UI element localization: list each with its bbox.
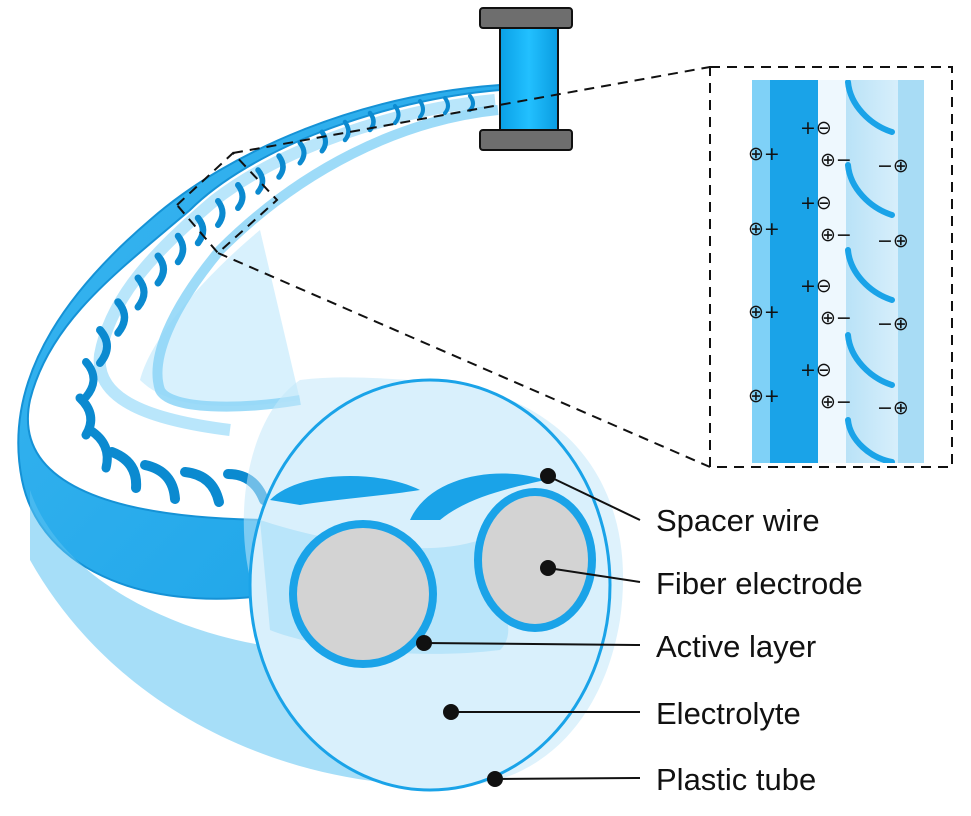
cable-body	[17, 83, 501, 600]
spacer-wire-dot	[540, 468, 556, 484]
cable-inner-strand	[152, 105, 499, 412]
fiber-electrode-dot	[540, 560, 556, 576]
callouts	[416, 468, 641, 787]
ion-mid-4: ⊕−	[820, 391, 852, 413]
ion-mid-2: ⊕−	[820, 224, 852, 246]
ion-right-2: −⊕	[877, 230, 909, 252]
inset-left-outer	[752, 80, 770, 463]
active-layer-dot	[416, 635, 432, 651]
inset-spacer-wires	[845, 80, 895, 463]
connector-bottom-cap	[479, 129, 573, 151]
connector	[479, 7, 573, 151]
inset-view: ⊕+ +⊖ ⊕− −⊕ ⊕+ +⊖ ⊕− −⊕ ⊕+ +⊖ ⊕− −⊕ ⊕+ +⊖ ⊕− −⊕	[748, 80, 924, 463]
ion-top-3: +⊖	[800, 275, 832, 297]
cable-back-shell	[140, 230, 300, 406]
inset-electrode-band	[770, 80, 818, 463]
ion-left-3: ⊕+	[748, 301, 780, 323]
ion-right-3: −⊕	[877, 313, 909, 335]
inset-frame	[709, 66, 953, 468]
connector-cylinder	[499, 19, 559, 146]
plastic-tube-dot	[487, 771, 503, 787]
ion-right-1: −⊕	[877, 155, 909, 177]
ion-left-4: ⊕+	[748, 385, 780, 407]
inset-right-edge	[898, 80, 924, 463]
label-active-layer: Active layer	[656, 629, 816, 664]
ion-top-1: +⊖	[800, 117, 832, 139]
connector-top-cap	[479, 7, 573, 29]
ion-top-2: +⊖	[800, 192, 832, 214]
inset-electrolyte-gap	[818, 80, 846, 463]
ion-left-2: ⊕+	[748, 218, 780, 240]
ion-mid-3: ⊕−	[820, 307, 852, 329]
label-electrolyte: Electrolyte	[656, 696, 801, 731]
callout-labels: Spacer wire Fiber electrode Active layer…	[656, 503, 863, 797]
cable-inner-highlight	[93, 94, 496, 436]
cross-section	[30, 377, 624, 792]
zoom-line-bottom	[217, 252, 711, 468]
ion-right-4: −⊕	[877, 397, 909, 419]
label-spacer-wire: Spacer wire	[656, 503, 820, 538]
zoom-indicator	[175, 66, 953, 468]
ion-mid-1: ⊕−	[820, 149, 852, 171]
zoom-line-top	[232, 66, 711, 154]
spacer-wire-cross-section	[270, 476, 420, 505]
ion-top-4: +⊖	[800, 359, 832, 381]
fiber-electrode-right-core	[482, 496, 588, 624]
spacer-wire-cross-section-2	[410, 473, 545, 520]
label-fiber-electrode: Fiber electrode	[656, 566, 863, 601]
spacer-wire-spiral	[75, 94, 475, 507]
electrolyte-dot	[443, 704, 459, 720]
ion-left-1: ⊕+	[748, 143, 780, 165]
label-plastic-tube: Plastic tube	[656, 762, 816, 797]
inset-ions: ⊕+ +⊖ ⊕− −⊕ ⊕+ +⊖ ⊕− −⊕ ⊕+ +⊖ ⊕− −⊕ ⊕+ +⊖ ⊕− −⊕	[748, 117, 909, 419]
zoom-box	[175, 151, 279, 255]
fiber-electrode-left-core	[297, 528, 429, 660]
